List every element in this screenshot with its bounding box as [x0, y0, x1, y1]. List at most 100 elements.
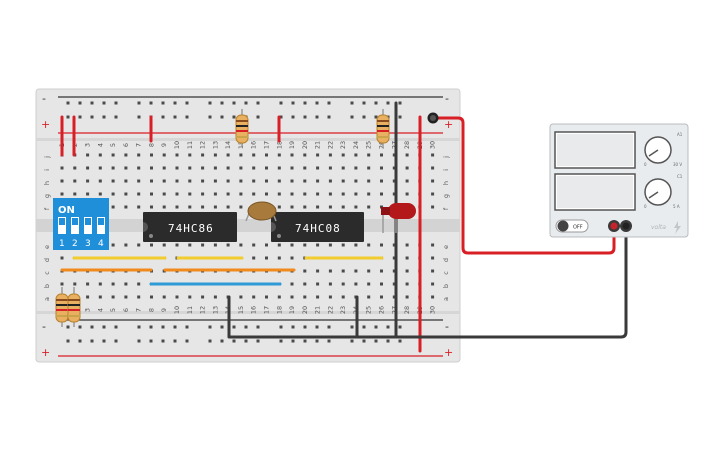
- breadboard-hole[interactable]: [78, 115, 82, 119]
- breadboard-hole[interactable]: [98, 153, 102, 157]
- breadboard-hole[interactable]: [78, 325, 82, 329]
- led-red[interactable]: [381, 203, 416, 233]
- breadboard-hole[interactable]: [279, 325, 283, 329]
- breadboard-hole[interactable]: [98, 166, 102, 170]
- breadboard-hole[interactable]: [98, 295, 102, 299]
- breadboard-hole[interactable]: [380, 153, 383, 157]
- breadboard-hole[interactable]: [220, 101, 224, 105]
- breadboard-hole[interactable]: [431, 243, 435, 247]
- breadboard-hole[interactable]: [185, 115, 189, 119]
- breadboard-hole[interactable]: [149, 339, 153, 343]
- breadboard-hole[interactable]: [78, 101, 82, 105]
- breadboard-hole[interactable]: [201, 179, 205, 183]
- breadboard-hole[interactable]: [316, 153, 320, 157]
- breadboard-hole[interactable]: [291, 115, 295, 119]
- breadboard-hole[interactable]: [362, 325, 366, 329]
- breadboard-hole[interactable]: [303, 243, 307, 247]
- breadboard-hole[interactable]: [362, 115, 366, 119]
- breadboard-hole[interactable]: [239, 205, 243, 209]
- breadboard-hole[interactable]: [303, 325, 307, 329]
- breadboard-hole[interactable]: [291, 339, 295, 343]
- breadboard-hole[interactable]: [226, 179, 230, 183]
- breadboard-hole[interactable]: [60, 192, 64, 196]
- breadboard-hole[interactable]: [405, 282, 409, 286]
- breadboard-hole[interactable]: [150, 205, 153, 209]
- breadboard-hole[interactable]: [303, 282, 307, 286]
- breadboard-hole[interactable]: [124, 179, 128, 183]
- breadboard-hole[interactable]: [386, 339, 390, 343]
- breadboard-hole[interactable]: [354, 269, 358, 273]
- breadboard-hole[interactable]: [303, 205, 307, 209]
- breadboard-hole[interactable]: [354, 179, 358, 183]
- breadboard-hole[interactable]: [291, 325, 295, 329]
- breadboard-hole[interactable]: [150, 179, 153, 183]
- breadboard-hole[interactable]: [162, 153, 166, 157]
- breadboard-hole[interactable]: [398, 115, 402, 119]
- breadboard-hole[interactable]: [279, 339, 283, 343]
- breadboard-hole[interactable]: [290, 192, 294, 196]
- breadboard-hole[interactable]: [185, 101, 189, 105]
- breadboard-hole[interactable]: [431, 205, 435, 209]
- breadboard-hole[interactable]: [354, 166, 358, 170]
- breadboard-hole[interactable]: [226, 192, 230, 196]
- dip-toggle-3[interactable]: [84, 217, 92, 234]
- breadboard-hole[interactable]: [175, 243, 179, 247]
- breadboard-hole[interactable]: [277, 205, 281, 209]
- breadboard-hole[interactable]: [86, 192, 90, 196]
- breadboard-hole[interactable]: [188, 192, 192, 196]
- breadboard-hole[interactable]: [392, 269, 396, 273]
- breadboard-hole[interactable]: [350, 101, 354, 105]
- breadboard-hole[interactable]: [78, 339, 82, 343]
- breadboard-hole[interactable]: [188, 205, 192, 209]
- breadboard-hole[interactable]: [232, 339, 236, 343]
- breadboard-hole[interactable]: [265, 243, 268, 247]
- breadboard-hole[interactable]: [173, 115, 177, 119]
- breadboard-hole[interactable]: [252, 192, 256, 196]
- breadboard-hole[interactable]: [350, 325, 354, 329]
- breadboard-hole[interactable]: [114, 339, 118, 343]
- breadboard-hole[interactable]: [256, 115, 260, 119]
- breadboard-hole[interactable]: [232, 325, 236, 329]
- breadboard-hole[interactable]: [175, 166, 179, 170]
- breadboard-hole[interactable]: [316, 192, 320, 196]
- breadboard-hole[interactable]: [279, 115, 283, 119]
- resistor-top-1[interactable]: [235, 109, 249, 147]
- breadboard-hole[interactable]: [226, 205, 230, 209]
- breadboard-hole[interactable]: [208, 339, 212, 343]
- breadboard-hole[interactable]: [175, 295, 179, 299]
- breadboard-hole[interactable]: [290, 205, 294, 209]
- breadboard-hole[interactable]: [354, 243, 358, 247]
- breadboard-hole[interactable]: [431, 192, 435, 196]
- current-knob[interactable]: [644, 178, 672, 206]
- breadboard-hole[interactable]: [102, 115, 106, 119]
- breadboard-hole[interactable]: [114, 325, 118, 329]
- dip-switch[interactable]: ON 1 2 3 4: [53, 198, 109, 250]
- breadboard-hole[interactable]: [316, 205, 320, 209]
- breadboard-hole[interactable]: [239, 243, 243, 247]
- power-supply[interactable]: A1 0 30 V C1 0 5 A OFF volta: [549, 123, 689, 238]
- breadboard-hole[interactable]: [256, 339, 260, 343]
- breadboard-hole[interactable]: [265, 166, 268, 170]
- breadboard-hole[interactable]: [405, 269, 409, 273]
- breadboard-hole[interactable]: [66, 115, 70, 119]
- breadboard-hole[interactable]: [315, 339, 319, 343]
- breadboard-hole[interactable]: [244, 339, 248, 343]
- breadboard-hole[interactable]: [201, 295, 205, 299]
- breadboard-hole[interactable]: [380, 282, 383, 286]
- breadboard-hole[interactable]: [114, 115, 118, 119]
- breadboard-hole[interactable]: [213, 153, 217, 157]
- breadboard-hole[interactable]: [137, 325, 141, 329]
- breadboard-hole[interactable]: [328, 179, 332, 183]
- breadboard-hole[interactable]: [111, 166, 115, 170]
- breadboard-hole[interactable]: [124, 166, 128, 170]
- capacitor[interactable]: [245, 201, 277, 222]
- breadboard-hole[interactable]: [232, 115, 236, 119]
- breadboard-hole[interactable]: [66, 339, 70, 343]
- breadboard-hole[interactable]: [188, 179, 192, 183]
- breadboard-hole[interactable]: [265, 192, 268, 196]
- breadboard-hole[interactable]: [124, 153, 128, 157]
- breadboard-hole[interactable]: [380, 166, 383, 170]
- breadboard-hole[interactable]: [341, 179, 345, 183]
- breadboard-hole[interactable]: [175, 205, 179, 209]
- breadboard-hole[interactable]: [137, 115, 141, 119]
